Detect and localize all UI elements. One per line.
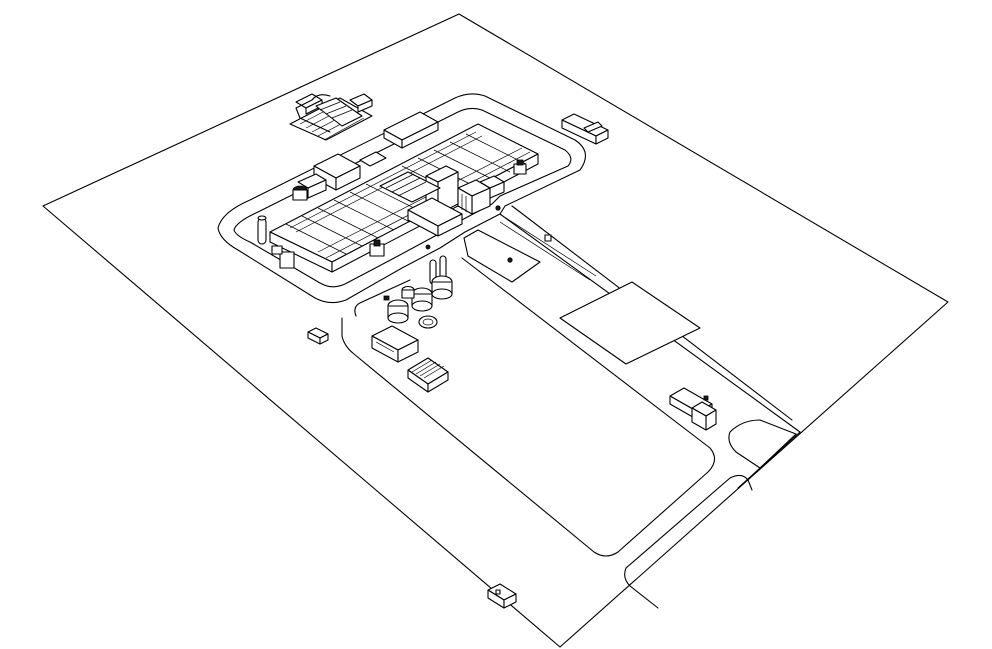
tank-farm — [383, 255, 453, 329]
building-ne — [561, 113, 609, 145]
ring-road — [217, 93, 586, 304]
gatehouse-west — [307, 327, 329, 345]
open-lots — [463, 217, 701, 365]
office-complex-nw — [289, 93, 373, 141]
warehouse-block — [371, 325, 449, 393]
gatehouse-south — [487, 583, 517, 609]
building-se — [669, 387, 717, 431]
equipment-units — [257, 159, 552, 269]
site-boundary — [42, 13, 949, 648]
central-tower — [379, 165, 505, 250]
